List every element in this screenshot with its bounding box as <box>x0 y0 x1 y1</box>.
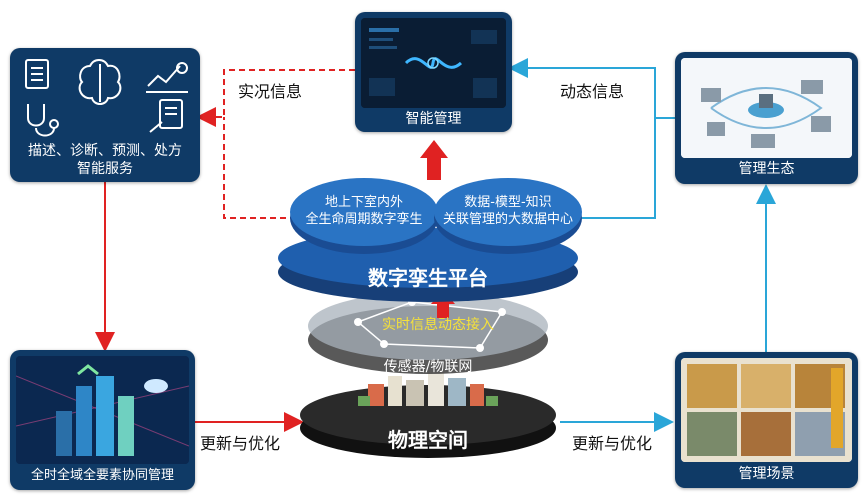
smart-services-line1: 描述、诊断、预测、处方 <box>28 143 182 159</box>
platform-left-text: 地上下室内外 全生命周期数字孪生 <box>298 194 430 228</box>
platform-to-services-dashed <box>223 117 296 219</box>
scene-illustration <box>681 358 852 462</box>
platform-right-text: 数据-模型-知识 关联管理的大数据中心 <box>438 194 578 228</box>
dynamic-info-arrow <box>508 58 656 118</box>
live-info-label: 实况信息 <box>238 82 303 101</box>
realtime-access-label: 实时信息动态接入 <box>382 317 494 333</box>
collaborative-management-label: 全时全域全要素协同管理 <box>30 468 174 483</box>
stethoscope-icon <box>27 104 45 127</box>
update-right-label: 更新与优化 <box>572 434 653 453</box>
prescription-icon <box>159 99 183 129</box>
buildings-graphic <box>358 372 498 406</box>
dashboard-screenshot <box>361 18 506 108</box>
platform-title: 数字孪生平台 <box>368 266 488 290</box>
management-ecology-box: 管理生态 <box>675 52 858 184</box>
city-illustration <box>16 356 189 464</box>
dashboard-graphic <box>361 18 506 108</box>
platform-left-line1: 地上下室内外 <box>324 195 403 210</box>
platform-to-smart-arrow <box>420 140 448 180</box>
ecology-illustration <box>681 58 852 158</box>
brain-icon <box>78 59 122 105</box>
live-info-arrow <box>196 69 355 127</box>
collaborative-management-box: 全时全域全要素协同管理 <box>10 350 195 490</box>
scene-graphic <box>681 358 852 462</box>
smart-services-box: 描述、诊断、预测、处方 智能服务 <box>10 48 200 182</box>
dynamic-info-label: 动态信息 <box>560 82 625 101</box>
ecology-graphic <box>681 58 852 158</box>
city-graphic <box>16 356 189 464</box>
management-scene-label: 管理场景 <box>738 466 795 482</box>
iot-label: 传感器/物联网 <box>383 359 473 375</box>
services-icons <box>25 59 188 137</box>
notebook-icon <box>25 59 49 89</box>
analytics-icon <box>147 65 181 87</box>
platform-to-ecology-line <box>582 117 675 219</box>
physical-space-title: 物理空间 <box>388 428 468 452</box>
platform-right-line2: 关联管理的大数据中心 <box>442 212 573 227</box>
smart-services-line2: 智能服务 <box>77 161 133 177</box>
smart-management-box: 智能管理 <box>355 12 512 132</box>
platform-right-line1: 数据-模型-知识 <box>464 195 552 210</box>
smart-management-label: 智能管理 <box>405 111 462 127</box>
platform-left-line2: 全生命周期数字孪生 <box>305 212 423 227</box>
management-scene-box: 管理场景 <box>675 352 858 488</box>
management-ecology-label: 管理生态 <box>738 161 795 177</box>
update-left-label: 更新与优化 <box>200 434 281 453</box>
